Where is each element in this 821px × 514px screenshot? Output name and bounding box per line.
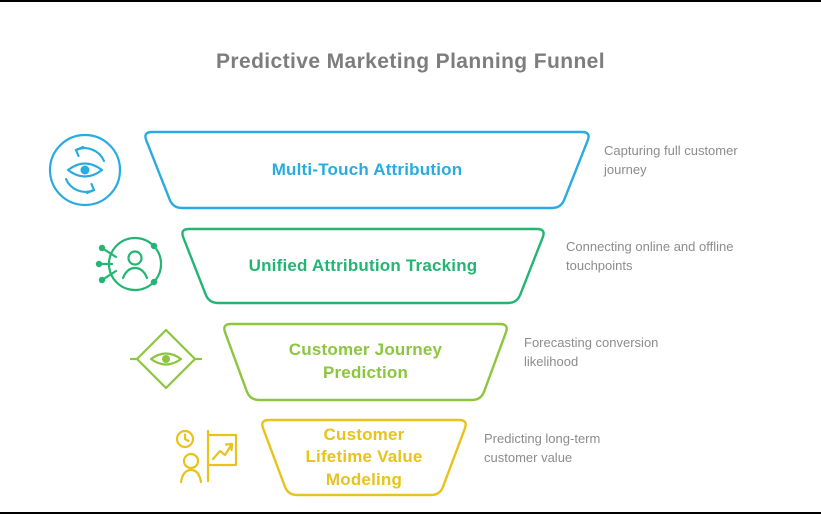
funnel-level-1: Multi-Touch Attribution [141, 130, 593, 210]
funnel-level-3-label: Customer Journey Prediction [288, 340, 443, 382]
person-chart-icon [170, 419, 242, 491]
eye-cycle-icon [47, 132, 123, 208]
funnel-level-2: Unified Attribution Tracking [178, 227, 548, 305]
page-title: Predictive Marketing Planning Funnel [216, 50, 605, 73]
funnel-level-2-label: Unified Attribution Tracking [248, 255, 478, 275]
funnel-level-4-description: Predicting long-term customer value [484, 431, 601, 465]
person-network-icon [94, 228, 166, 300]
funnel-level-4-label: Customer Lifetime Value Modeling [305, 424, 423, 489]
funnel-level-4: Customer Lifetime Value Modeling [258, 418, 470, 497]
funnel-level-1-description: Capturing full customer journey [604, 143, 738, 177]
funnel-level-1-label: Multi-Touch Attribution [271, 159, 463, 179]
funnel-level-3: Customer Journey Prediction [220, 322, 511, 402]
funnel-level-3-description: Forecasting conversion likelihood [524, 335, 659, 369]
eye-diamond-icon [129, 323, 203, 395]
funnel-level-2-shape [181, 227, 545, 305]
funnel-level-3-shape [223, 322, 508, 402]
funnel-level-2-description: Connecting online and offline touchpoint… [566, 239, 734, 273]
funnel-level-1-shape [144, 130, 590, 210]
funnel-level-4-shape [261, 418, 467, 497]
